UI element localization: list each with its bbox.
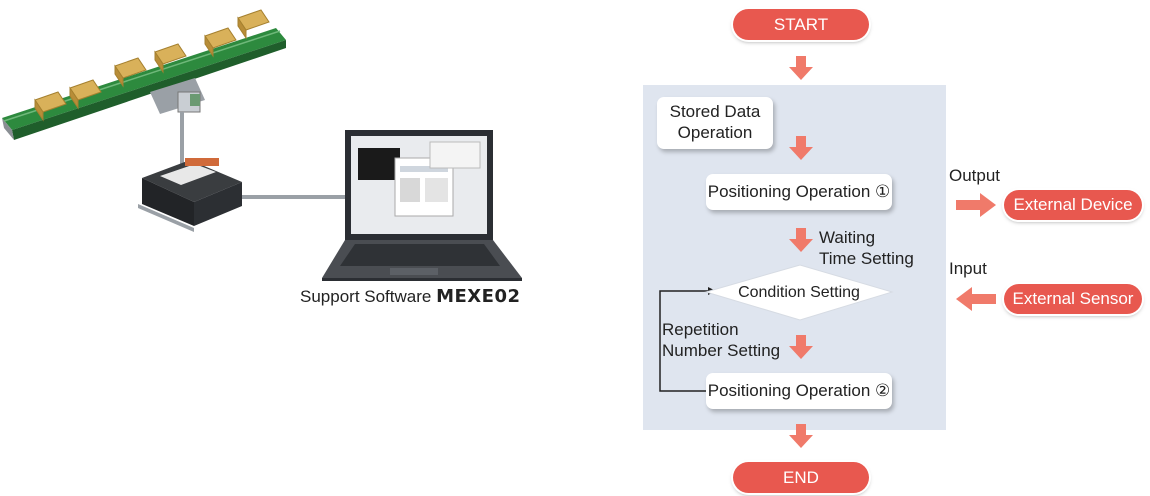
waiting-line2: Time Setting (819, 249, 914, 268)
down-arrow-end (789, 424, 813, 448)
condition-text: Condition Setting (738, 284, 860, 301)
hardware-illustration (0, 0, 560, 300)
end-label: END (783, 468, 819, 487)
output-label: Output (949, 166, 1001, 185)
start-terminal: START (733, 9, 869, 40)
down-arrow-waiting (789, 228, 813, 252)
caption-prefix: Support Software (300, 287, 437, 306)
start-label: START (773, 15, 829, 34)
end-terminal: END (733, 462, 869, 493)
positioning-1-box: Positioning Operation ① (706, 174, 892, 210)
input-label: Input (949, 259, 987, 278)
condition-diamond (704, 264, 894, 321)
down-arrow-repetition (789, 335, 813, 359)
down-arrow-stored (789, 136, 813, 160)
left-arrow-input (956, 287, 996, 311)
caption-product-name: MEXE02 (436, 286, 521, 307)
external-sensor-pill: External Sensor (1004, 284, 1142, 314)
positioning-2-box: Positioning Operation ② (706, 373, 892, 409)
positioning-1-label: Positioning Operation ① (707, 182, 891, 201)
condition-label: Condition Setting (706, 282, 892, 303)
repetition-label: Repetition Number Setting (662, 319, 780, 361)
laptop-illustration (322, 130, 522, 281)
external-sensor-label: External Sensor (1012, 289, 1134, 308)
conveyor-illustration (2, 9, 286, 140)
external-device-pill: External Device (1004, 190, 1142, 220)
stored-data-line1: Stored Data (669, 102, 761, 121)
waiting-line1: Waiting (819, 228, 876, 247)
loop-line (659, 290, 710, 392)
support-software-caption: Support Software MEXE02 (300, 286, 521, 307)
right-arrow-output (956, 193, 996, 217)
stored-data-box: Stored Data Operation (657, 97, 773, 149)
stored-data-line2: Operation (677, 123, 753, 142)
repetition-line2: Number Setting (662, 341, 781, 360)
positioning-2-label: Positioning Operation ② (707, 381, 891, 400)
down-arrow-start (789, 56, 813, 80)
repetition-line1: Repetition (662, 320, 739, 339)
driver-unit-illustration (138, 158, 242, 232)
external-device-label: External Device (1013, 195, 1133, 214)
waiting-time-label: Waiting Time Setting (819, 227, 914, 269)
